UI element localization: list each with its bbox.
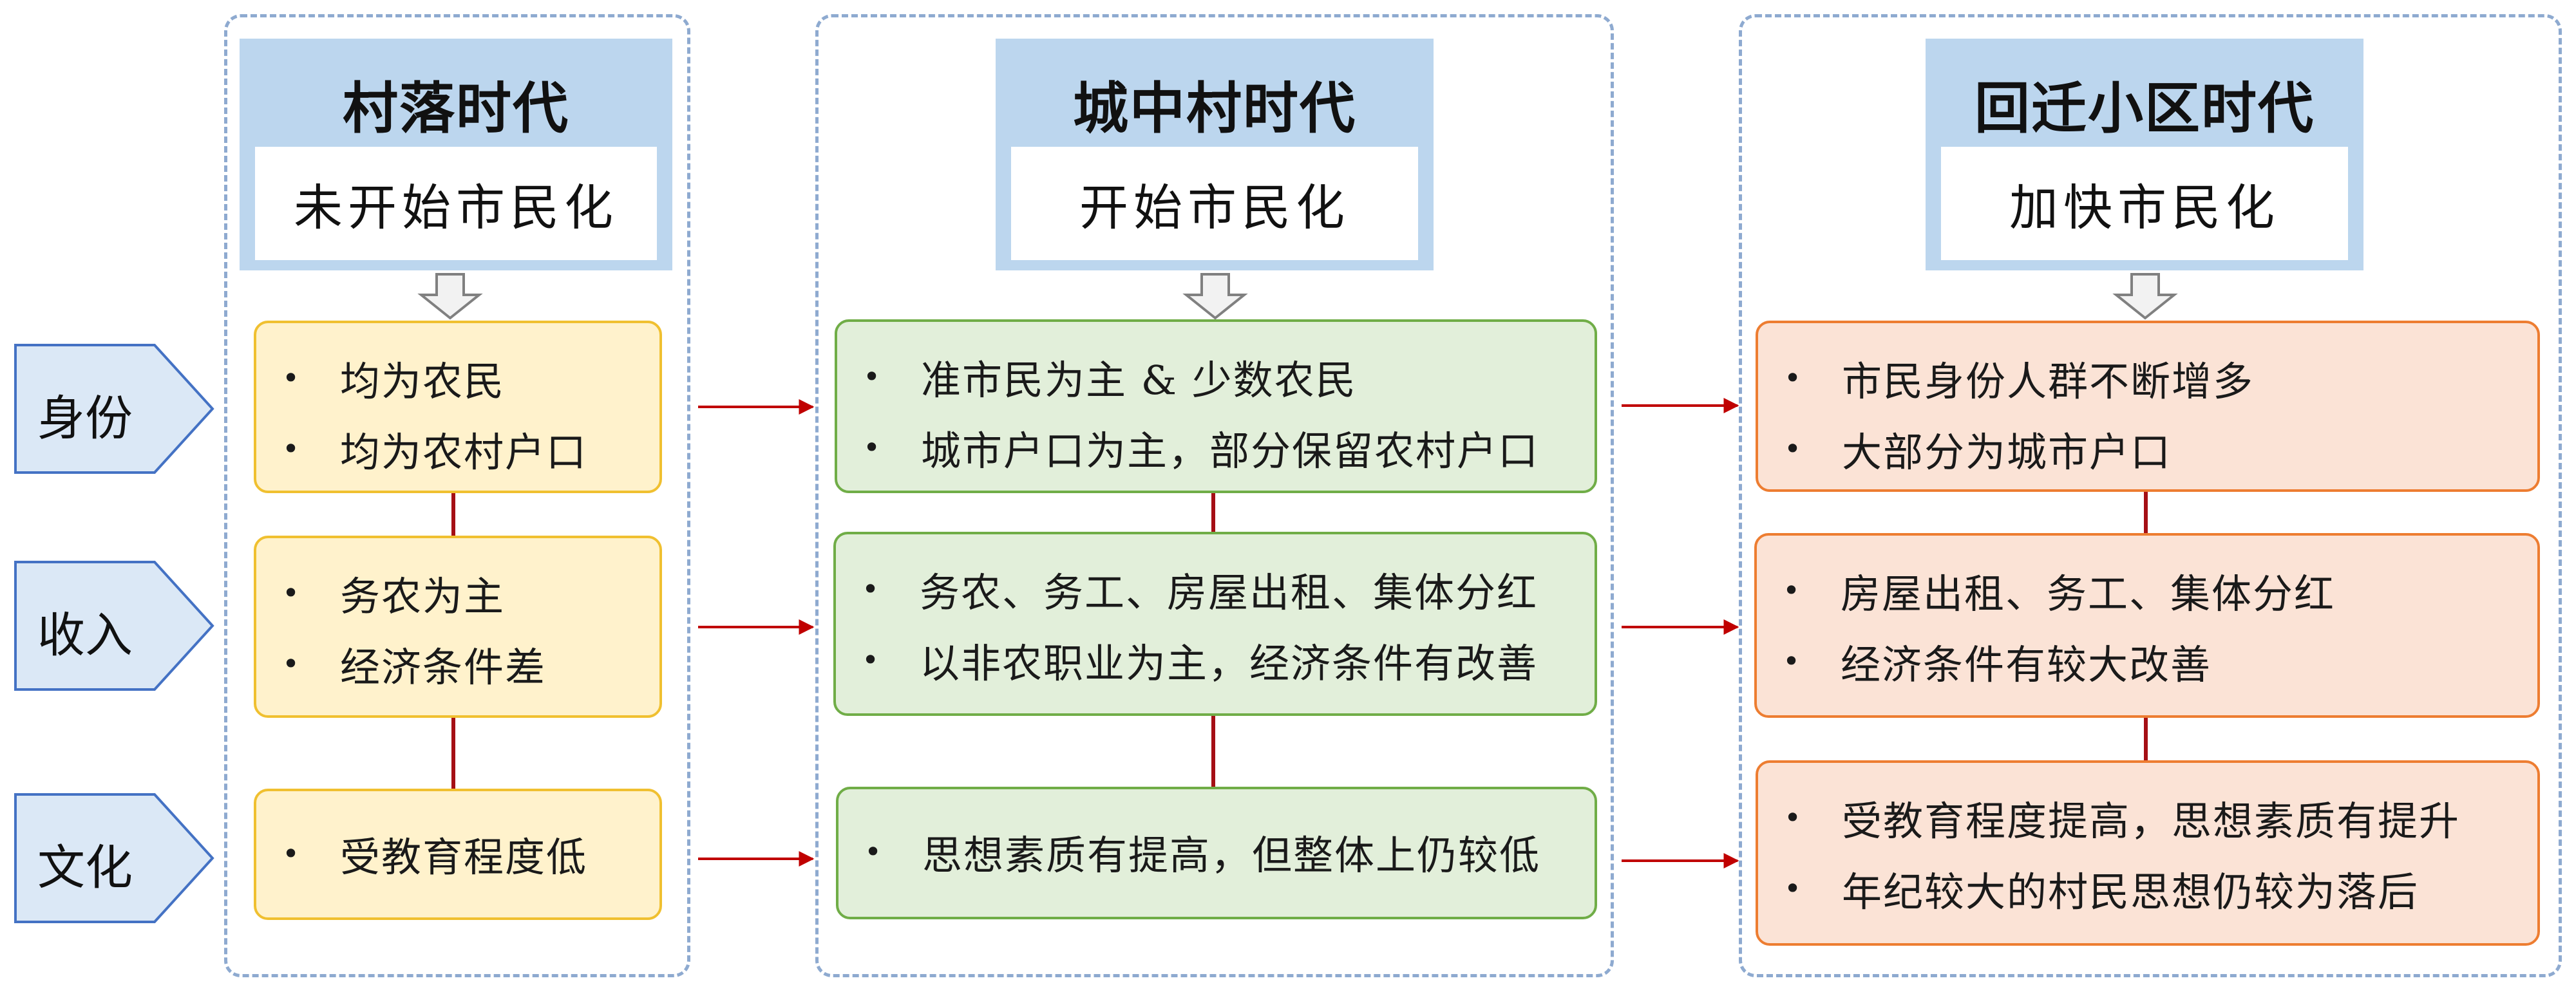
list-item: • 受教育程度提高，思想素质有提升 [1784,782,2524,853]
bullet: • [862,572,881,606]
era-title: 城中村时代 [1073,77,1356,141]
era2-identity-box: • 准市民为主 & 少数农民 • 城市户口为主，部分保留农村户口 [835,319,1597,493]
era-subtitle: 开始市民化 [1011,147,1418,260]
connector-line [451,718,455,789]
list-item: • 年纪较大的村民思想仍较为落后 [1784,853,2524,924]
bullet: • [282,431,301,466]
list-item-text: 以非农职业为主，经济条件有改善 [920,640,1539,687]
era-header-resettlement: 回迁小区时代 加快市民化 [1926,39,2363,270]
connector-line [2144,718,2148,760]
bullet: • [282,836,301,871]
list-item-text: 市民身份人群不断增多 [1842,358,2255,405]
era-subtitle: 未开始市民化 [255,147,657,260]
bullet: • [863,430,882,465]
down-arrow-icon [417,273,483,320]
category-identity-text: 身份 [37,391,133,446]
era-title: 村落时代 [343,77,569,141]
connector-line [1211,716,1215,787]
bullet: • [1784,361,1803,395]
list-item: • 均为农民 [282,342,647,413]
list-item: • 经济条件有较大改善 [1783,626,2524,697]
list-item-text: 年纪较大的村民思想仍较为落后 [1842,868,2420,915]
era2-culture-box: • 思想素质有提高，但整体上仍较低 [836,787,1597,919]
category-culture-text: 文化 [37,840,133,896]
bullet: • [863,359,882,394]
list-item: • 市民身份人群不断增多 [1784,342,2524,413]
list-item-text: 房屋出租、务工、集体分红 [1841,570,2336,617]
era-header-village: 村落时代 未开始市民化 [240,39,672,270]
list-item: • 准市民为主 & 少数农民 [863,341,1582,412]
category-label-identity [14,344,214,474]
bullet: • [1784,431,1803,466]
bullet: • [862,643,881,677]
era-frame-resettlement [1739,14,2562,977]
list-item: • 均为农村户口 [282,413,647,484]
era3-identity-box: • 市民身份人群不断增多 • 大部分为城市户口 [1756,321,2540,492]
category-income-text: 收入 [37,608,133,663]
list-item-text: 准市民为主 & 少数农民 [921,357,1357,404]
list-item-text: 经济条件差 [340,644,547,691]
category-label-income [14,561,214,691]
connector-line [2144,492,2148,533]
era-frame-urban-village [815,14,1614,977]
bullet: • [864,834,884,869]
connector-line [451,493,455,536]
bullet: • [1783,644,1802,679]
connector-line [1211,493,1215,532]
list-item-text: 思想素质有提高，但整体上仍较低 [922,832,1541,879]
list-item-text: 均为农村户口 [340,429,588,476]
era1-culture-box: • 受教育程度低 [254,789,662,920]
era-title: 回迁小区时代 [1975,77,2315,141]
era3-income-box: • 房屋出租、务工、集体分红 • 经济条件有较大改善 [1754,533,2540,718]
category-label-culture [14,793,214,923]
list-item-text: 城市户口为主，部分保留农村户口 [921,427,1540,474]
era2-income-box: • 务农、务工、房屋出租、集体分红 • 以非农职业为主，经济条件有改善 [833,532,1597,716]
list-item-text: 务农为主 [340,573,506,620]
list-item: • 务农、务工、房屋出租、集体分红 [862,554,1582,624]
list-item: • 大部分为城市户口 [1784,413,2524,484]
list-item-text: 受教育程度低 [340,834,588,881]
bullet: • [282,361,301,395]
list-item-text: 均为农民 [340,358,506,405]
bullet: • [1784,871,1803,906]
list-item: • 经济条件差 [282,628,647,699]
list-item: • 思想素质有提高，但整体上仍较低 [864,816,1582,887]
list-item-text: 经济条件有较大改善 [1841,641,2212,688]
era-frame-village [224,14,690,977]
bullet: • [1784,800,1803,835]
bullet: • [282,576,301,610]
bullet: • [1783,573,1802,608]
era1-income-box: • 务农为主 • 经济条件差 [254,536,662,718]
era-subtitle: 加快市民化 [1941,147,2348,260]
down-arrow-icon [2112,273,2178,320]
down-arrow-icon [1182,273,1248,320]
era-header-urban-village: 城中村时代 开始市民化 [996,39,1434,270]
list-item: • 以非农职业为主，经济条件有改善 [862,624,1582,695]
list-item-text: 务农、务工、房屋出租、集体分红 [920,569,1539,616]
list-item: • 务农为主 [282,558,647,628]
era1-identity-box: • 均为农民 • 均为农村户口 [254,321,662,493]
list-item: • 房屋出租、务工、集体分红 [1783,555,2524,626]
list-item: • 受教育程度低 [282,818,647,889]
bullet: • [282,646,301,681]
era3-culture-box: • 受教育程度提高，思想素质有提升 • 年纪较大的村民思想仍较为落后 [1756,760,2540,946]
list-item: • 城市户口为主，部分保留农村户口 [863,412,1582,483]
list-item-text: 大部分为城市户口 [1842,429,2172,476]
list-item-text: 受教育程度提高，思想素质有提升 [1842,798,2461,845]
